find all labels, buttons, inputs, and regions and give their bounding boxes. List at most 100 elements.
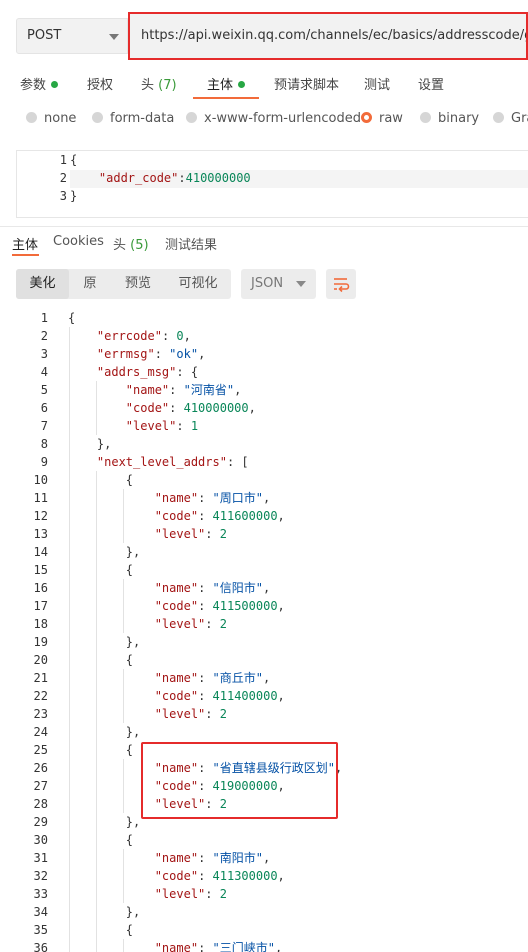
radio-x-www-form-urlencoded[interactable]: x-www-form-urlencoded: [186, 111, 361, 126]
line-number: 29: [33, 815, 48, 829]
response-code-line: {: [68, 921, 342, 939]
response-code-line: {: [68, 471, 342, 489]
code-token: ,: [274, 941, 283, 952]
code-token: 411500000: [212, 599, 278, 613]
wrap-lines-button[interactable]: [326, 269, 356, 299]
response-code-line: },: [68, 903, 342, 921]
resp-tab-test-results[interactable]: 测试结果: [165, 238, 218, 253]
indent-guide: [123, 759, 124, 813]
code-token: :: [198, 671, 213, 685]
request-code-line: {: [70, 151, 251, 169]
radio-raw[interactable]: raw: [361, 111, 403, 126]
code-token: ,: [234, 383, 242, 397]
code-token: [68, 851, 155, 865]
code-token: "errmsg": [96, 347, 155, 361]
view-visualize-button[interactable]: 可视化: [178, 276, 218, 291]
code-token: "level": [154, 617, 206, 631]
line-number: 23: [33, 707, 48, 721]
code-token: "errcode": [96, 329, 162, 343]
code-token: "信阳市": [212, 581, 263, 595]
code-token: {: [68, 923, 134, 937]
tab-body[interactable]: 主体: [207, 74, 246, 93]
radio-graphql[interactable]: Gra: [493, 111, 528, 126]
tab-auth[interactable]: 授权: [87, 78, 114, 93]
annotation-highlight-box: [141, 742, 338, 819]
line-number: 35: [33, 923, 48, 937]
code-token: :: [198, 599, 213, 613]
code-token: "code": [154, 869, 199, 883]
code-token: ,: [277, 779, 285, 793]
response-code-line: },: [68, 723, 342, 741]
resp-tab-headers[interactable]: 头 (5): [113, 238, 149, 253]
indent-guide: [123, 489, 124, 543]
radio-binary[interactable]: binary: [420, 111, 479, 126]
code-token: [68, 347, 97, 361]
code-token: :: [178, 171, 186, 185]
line-number: 6: [40, 401, 48, 415]
code-token: "南阳市": [212, 851, 263, 865]
code-token: [68, 329, 97, 343]
line-number: 10: [33, 473, 48, 487]
view-raw-button[interactable]: 原: [83, 276, 97, 291]
code-token: [68, 689, 155, 703]
tab-tests[interactable]: 测试: [364, 78, 391, 93]
method-select[interactable]: POST: [16, 18, 128, 54]
code-token: "name": [154, 851, 199, 865]
line-number: 32: [33, 869, 48, 883]
line-number: 8: [40, 437, 48, 451]
code-token: [68, 419, 126, 433]
code-token: 411600000: [212, 509, 278, 523]
code-token: :: [198, 869, 213, 883]
code-token: [68, 617, 155, 631]
response-code-line: "level": 2: [68, 525, 342, 543]
view-pretty-button[interactable]: 美化: [16, 269, 69, 299]
code-token: 2: [219, 797, 227, 811]
response-code-line: "name": "周口市",: [68, 489, 342, 507]
code-token: "level": [154, 887, 206, 901]
response-code-line: "name": "三门峡市",: [68, 939, 342, 952]
response-code-line: },: [68, 633, 342, 651]
code-token: :: [198, 941, 213, 952]
line-number: 22: [33, 689, 48, 703]
format-select[interactable]: JSON: [241, 269, 316, 299]
line-number: 31: [33, 851, 48, 865]
request-code-line: }: [70, 187, 251, 205]
url-input[interactable]: https://api.weixin.qq.com/channels/ec/ba…: [128, 12, 528, 60]
radio-circle: [92, 112, 103, 123]
tab-pre-request-script[interactable]: 预请求脚本: [274, 78, 340, 93]
radio-none[interactable]: none: [26, 111, 76, 126]
radio-circle: [493, 112, 504, 123]
line-number: 36: [33, 941, 48, 952]
indent-guide: [123, 939, 124, 952]
response-code-line: "name": "商丘市",: [68, 669, 342, 687]
code-token: "name": [125, 383, 170, 397]
code-token: :: [198, 509, 213, 523]
code-token: "三门峡市": [212, 941, 275, 952]
indent-guide: [96, 381, 97, 435]
code-token: :: [205, 707, 220, 721]
resp-tab-cookies[interactable]: Cookies: [53, 234, 104, 249]
tab-headers[interactable]: 头 (7): [141, 78, 177, 93]
code-token: {: [68, 833, 134, 847]
indent-guide: [123, 579, 124, 633]
response-code-line: "level": 2: [68, 795, 342, 813]
code-token: "level": [154, 527, 206, 541]
radio-form-data[interactable]: form-data: [92, 111, 174, 126]
response-code-line: },: [68, 435, 342, 453]
tab-settings[interactable]: 设置: [418, 78, 445, 93]
code-token: :: [205, 527, 220, 541]
line-number: 25: [33, 743, 48, 757]
view-preview-button[interactable]: 预览: [124, 276, 151, 291]
response-code-line: "name": "河南省",: [68, 381, 342, 399]
line-number: 16: [33, 581, 48, 595]
resp-tab-body[interactable]: 主体: [12, 238, 39, 253]
response-code-line: "code": 410000000,: [68, 399, 342, 417]
request-code-line: "addr_code":410000000: [70, 169, 251, 187]
code-token: {: [68, 743, 134, 757]
tab-params[interactable]: 参数: [20, 74, 59, 93]
line-number: 3: [59, 189, 67, 203]
response-code-line: "level": 2: [68, 705, 342, 723]
